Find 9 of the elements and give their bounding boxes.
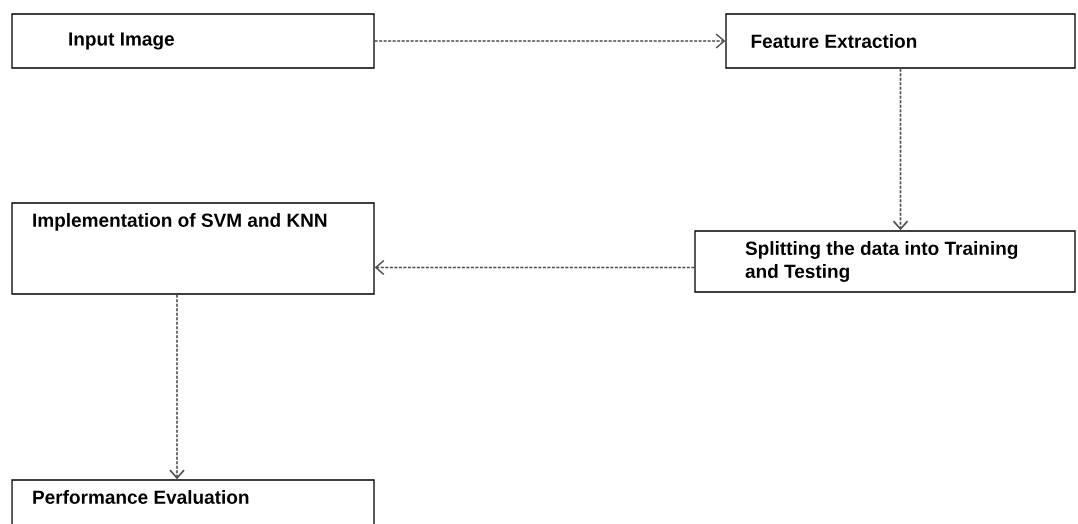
process-box: Splitting the data into Training and Testing [694,230,1076,293]
process-box: Input Image [11,13,375,69]
arrow [169,293,185,480]
arrow [892,67,909,231]
process-box: Implementation of SVM and KNN [11,202,375,295]
arrow [374,259,696,276]
arrow [373,33,726,49]
process-box: Feature Extraction [725,13,1076,69]
process-box: Performance Evaluation [11,479,375,524]
